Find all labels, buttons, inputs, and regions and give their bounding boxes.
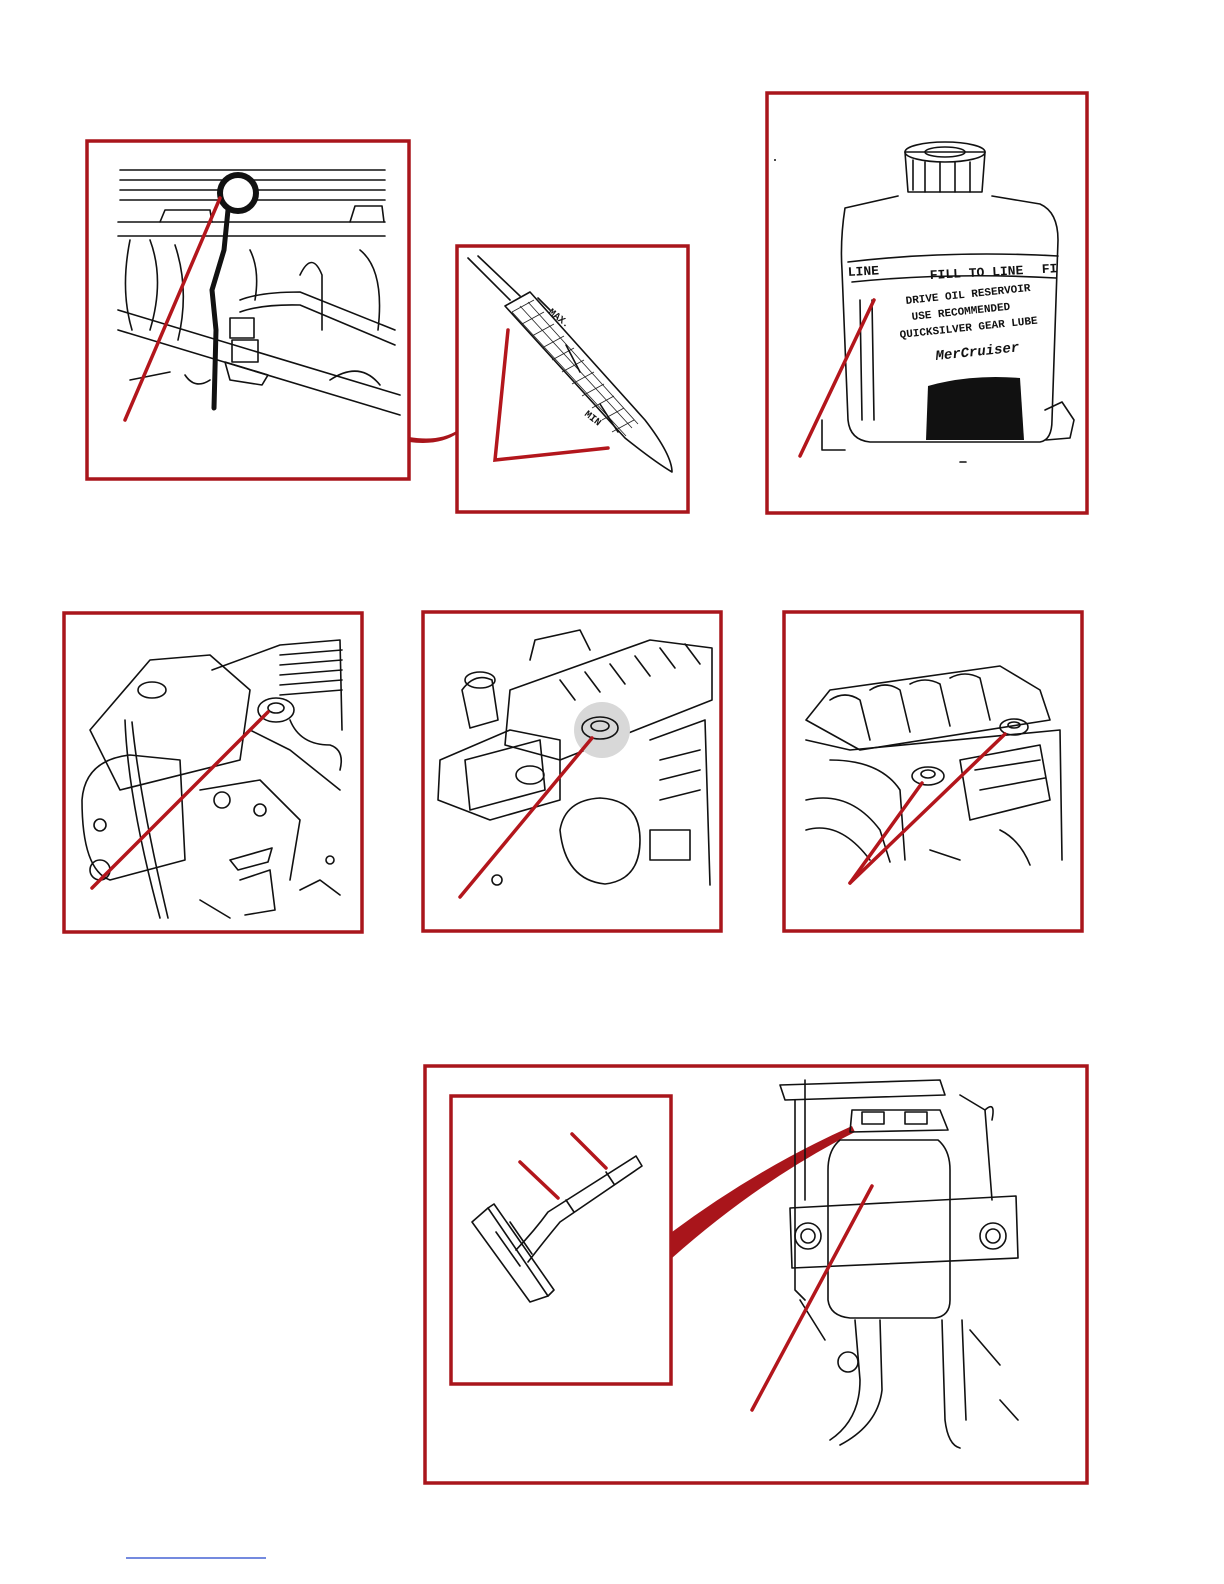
panel-engine-view-b	[423, 612, 721, 931]
cap-dipstick-drawing	[472, 1156, 642, 1302]
panel-frame	[425, 1066, 1087, 1483]
leader-line-cap-mark-lower	[520, 1162, 558, 1198]
reservoir-line-partial-left: LINE	[847, 263, 879, 280]
panel-engine-view-a	[64, 613, 362, 932]
leader-line-cap-mark-upper	[572, 1134, 606, 1168]
leader-line-fill-cap-c2	[850, 783, 922, 883]
leader-line-fill-level	[800, 300, 874, 456]
crosshatch-area	[512, 300, 638, 436]
inset-frame-cap-dipstick	[451, 1096, 671, 1384]
engine-drawing-c	[806, 666, 1062, 865]
panel-drive-oil-reservoir: LINE FILL TO LINE FI DRIVE OIL RESERVOIR…	[767, 93, 1087, 513]
steering-reservoir-drawing	[780, 1080, 1018, 1448]
dipstick-min-label: MIN	[582, 409, 603, 429]
engine-drawing-a	[82, 640, 342, 918]
panel-steering-reservoir	[425, 1066, 1087, 1483]
reservoir-brand-logo: MerCruiser	[934, 340, 1021, 365]
engine-block-drawing	[118, 170, 400, 415]
leader-line-dipstick	[125, 198, 220, 420]
dipstick-handle-drawing	[212, 175, 256, 408]
panel-engine-dipstick	[87, 141, 409, 479]
leader-line-level-range	[495, 330, 608, 460]
reservoir-label-line1: DRIVE OIL RESERVOIR	[905, 283, 1031, 308]
dipstick-max-label: MAX.	[546, 307, 572, 330]
panel-frame	[457, 246, 688, 512]
detail-connector	[409, 430, 458, 443]
panel-frame	[423, 612, 721, 931]
leader-line-reservoir-body	[752, 1186, 872, 1410]
leader-line-fill-cap-b	[460, 738, 592, 897]
reservoir-fill-partial-right: FI	[1041, 261, 1057, 277]
reservoir-fill-to-line: FILL TO LINE	[929, 263, 1023, 283]
leader-line-fill-cap-c1	[850, 734, 1005, 883]
panel-dipstick-detail: MAX. MIN	[457, 246, 688, 512]
panel-engine-view-c	[784, 612, 1082, 931]
